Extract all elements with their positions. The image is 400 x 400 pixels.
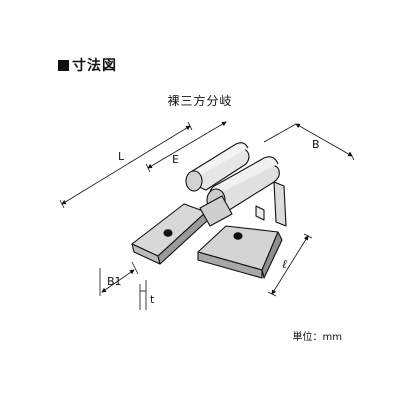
dimension-label-B1: B1	[107, 275, 122, 288]
dimension-B	[263, 123, 355, 161]
dimension-B1	[99, 261, 139, 296]
terminal-illustration	[131, 142, 287, 279]
dimension-label-L: L	[118, 150, 125, 163]
unit-label: 単位：mm	[292, 332, 342, 343]
square-bullet-icon	[58, 59, 69, 71]
dimension-t	[139, 280, 147, 310]
dimension-l	[267, 233, 313, 297]
section-heading: 寸法図	[58, 55, 117, 75]
dimension-label-t: t	[150, 293, 155, 306]
dimension-label-E: E	[172, 153, 179, 166]
heading-text: 寸法図	[72, 58, 117, 74]
dimension-E	[145, 121, 227, 173]
dimension-label-B: B	[312, 138, 320, 151]
dimension-label-l: ℓ	[282, 257, 287, 271]
product-title: 裸三方分岐	[167, 94, 233, 108]
